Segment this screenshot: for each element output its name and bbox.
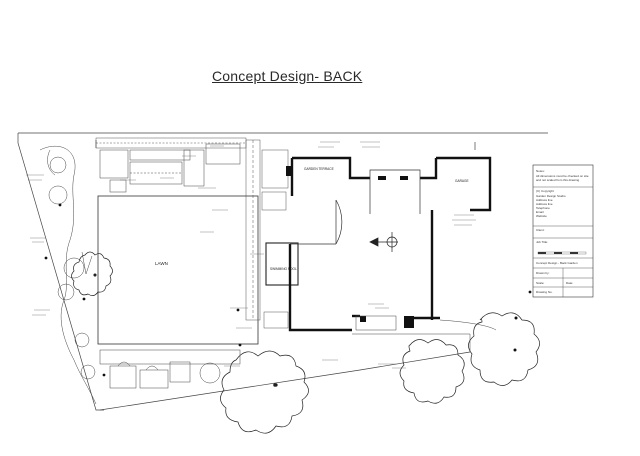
tb-company-2: Address line (536, 198, 553, 202)
right-bed (352, 315, 497, 352)
bottom-planting (99, 349, 241, 389)
tb-company-6: Website (536, 214, 547, 218)
tb-company-5: Email (536, 210, 544, 214)
tb-job-title: Job Title: (536, 240, 548, 244)
tree-bottom-right-1 (399, 339, 465, 404)
tb-date: Date: (566, 281, 573, 285)
tb-client: Client: (536, 228, 545, 232)
tb-drawn-by: Drawn by: (536, 271, 550, 275)
tb-notes-line-2: and not scaled from this drawing (536, 178, 580, 182)
side-path (245, 139, 289, 329)
plant-dots (44, 203, 532, 387)
tb-notes-line-1: All dimensions must be checked on site (536, 174, 589, 178)
swimming-pool: SWIMMING POOL (265, 242, 299, 286)
garage-room: GARAGE (455, 179, 469, 183)
top-hedge (95, 137, 247, 149)
lawn-area: LAWN (97, 195, 259, 345)
annotation-notes (26, 141, 476, 369)
tb-scale: Scale: (536, 281, 545, 285)
tb-company-3: Address line (536, 202, 553, 206)
north-arrow-icon (369, 232, 398, 252)
garden-terrace-label: GARDEN TERRACE (304, 167, 334, 171)
garage-label: GARAGE (455, 179, 469, 183)
tree-bottom-right-2 (468, 312, 540, 386)
lawn-label: LAWN (155, 261, 168, 266)
house-interior (290, 169, 421, 245)
left-planting (39, 145, 97, 405)
tree-bottom-centre (220, 350, 309, 434)
top-left-structures (99, 143, 241, 193)
tb-company-4: Telephone (536, 206, 550, 210)
page-title: Concept Design- BACK (212, 68, 363, 84)
tree-left (71, 251, 113, 296)
site-boundary (17, 132, 548, 411)
tb-drawing-title: Concept Design - Back Garden (536, 261, 578, 265)
tb-company-1: Garden Design Studio (536, 194, 566, 198)
tb-notes-heading: Notes: (536, 169, 545, 173)
swimming-pool-label: SWIMMING POOL (270, 267, 297, 271)
scale-bar (537, 251, 587, 255)
wall-markers (286, 166, 414, 328)
garden-terrace: GARDEN TERRACE (304, 167, 334, 171)
tb-drawing-no: Drawing No. (536, 290, 553, 294)
title-block: Notes: All dimensions must be checked on… (532, 164, 594, 298)
tb-copyright: (C) Copyright (536, 189, 554, 193)
